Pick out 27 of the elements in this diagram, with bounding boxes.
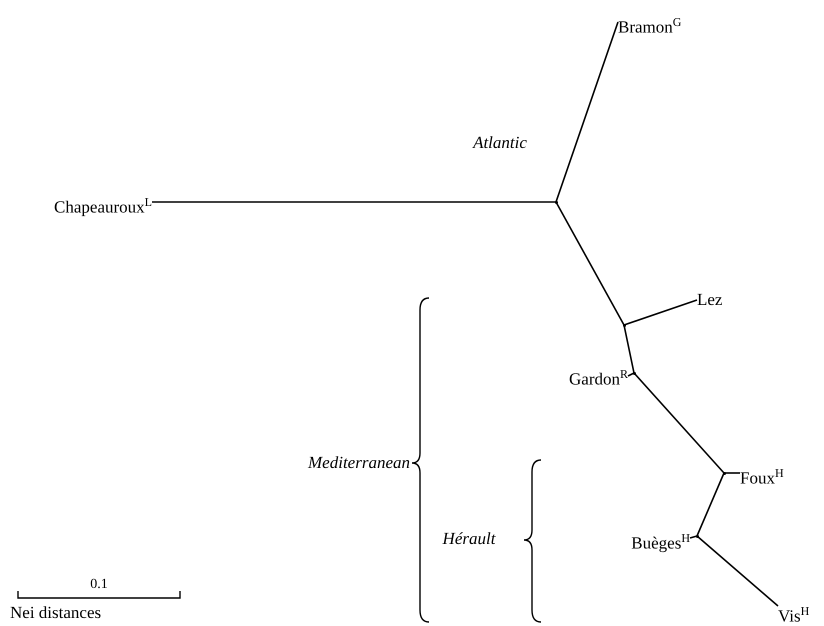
group-label: Mediterranean	[306, 452, 410, 474]
tree-branch	[555, 22, 619, 202]
taxon-label: Bramon$^{G}$	[618, 11, 708, 39]
taxon-label: Lez	[697, 289, 737, 311]
tree-branch	[628, 372, 634, 377]
tree-branch	[623, 324, 635, 374]
tree-branch	[724, 472, 740, 474]
taxon-label: Vis$^{H}$	[778, 600, 822, 626]
group-label: Atlantic	[471, 132, 528, 154]
group-label: Hérault	[441, 528, 497, 550]
branch-junction	[696, 534, 698, 538]
tree-branch	[555, 202, 625, 326]
scale-caption: Nei distances	[10, 602, 102, 624]
branch-junction	[722, 472, 726, 474]
branch-junction	[632, 372, 636, 374]
tree-branch	[624, 299, 698, 326]
scale-value: 0.1	[89, 576, 109, 594]
tree-branch	[696, 472, 725, 536]
taxon-label: Chapeauroux$^{L}$	[8, 191, 152, 219]
taxon-label: Gardon$^{R}$	[526, 363, 628, 391]
tree-branch	[633, 372, 725, 474]
branch-junction	[554, 200, 558, 204]
tree-branch	[152, 201, 556, 203]
taxon-label: Foux$^{H}$	[740, 462, 810, 490]
branch-junction	[622, 324, 626, 326]
tree-branch	[696, 535, 779, 607]
taxon-label: Buèges$^{H}$	[596, 527, 690, 555]
